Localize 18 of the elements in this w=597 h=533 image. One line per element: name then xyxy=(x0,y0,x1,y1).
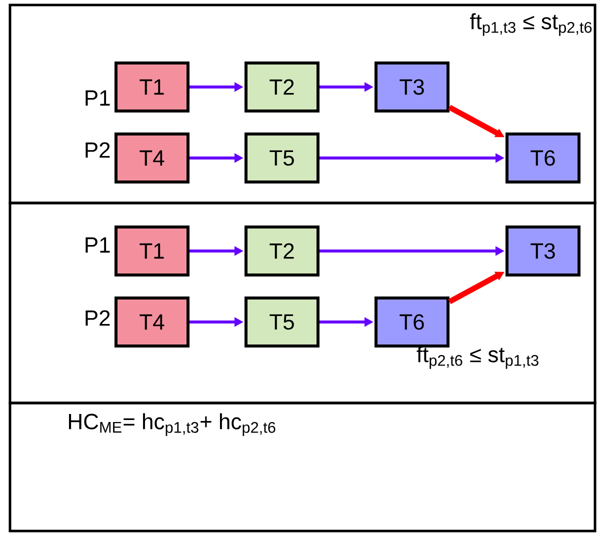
formula-text: ft$_{p1,t3}$ ≤ st$_{p2,t6}$ xyxy=(470,13,592,36)
row-label: P2 xyxy=(86,142,110,158)
formula-text: HC$_{ME}$= hc$_{p1,t3}$+ hc$_{p2,t6}$ xyxy=(69,413,276,436)
row-label: P1 xyxy=(86,237,110,253)
task-box: T3 xyxy=(374,62,450,112)
task-box: T4 xyxy=(114,296,190,348)
task-box: T6 xyxy=(374,296,450,348)
task-box: T5 xyxy=(244,296,320,348)
task-box: T4 xyxy=(114,132,190,184)
task-box: T6 xyxy=(506,132,580,184)
task-box: T1 xyxy=(114,62,190,112)
task-box: T1 xyxy=(114,226,190,276)
task-box: T2 xyxy=(244,226,320,276)
task-box: T3 xyxy=(506,226,580,276)
row-label: P1 xyxy=(86,90,110,106)
row-label: P2 xyxy=(86,310,110,326)
task-box: T5 xyxy=(244,132,320,184)
task-box: T2 xyxy=(244,62,320,112)
